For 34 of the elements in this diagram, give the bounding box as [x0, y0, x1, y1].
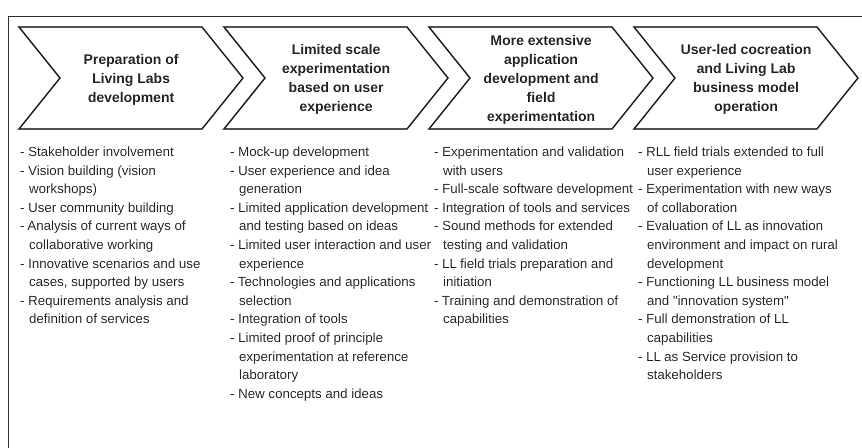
bullet-item: - Experimentation and validation with users	[434, 143, 625, 180]
bullet-item: - RLL field trials extended to full user experience	[638, 143, 825, 180]
bullet-item: - Analysis of current ways of collaborative working	[20, 217, 187, 254]
chevron-shape	[18, 26, 244, 130]
bullet-item: - Mock-up development	[230, 143, 370, 161]
bullet-item: - Technologies and applications selection	[230, 273, 416, 310]
bullet-item: - User experience and idea generation	[230, 162, 391, 198]
stage-heading: User-led cocreation and Living Lab business model operation	[680, 40, 812, 116]
bullet-item: - Innovative scenarios and use cases, supported by users	[20, 254, 202, 292]
bullet-item: - Limited proof of principle experimentation at reference laboratory	[230, 328, 410, 384]
chevron-shape	[633, 26, 859, 130]
bullet-item: - Integration of tools	[230, 310, 349, 328]
chevron-shape	[428, 26, 654, 130]
bullet-item: - Vision building (vision workshops)	[20, 162, 157, 198]
bullet-item: - New concepts and ideas	[230, 384, 384, 403]
stage-heading: Limited scale experimentation based on user experience	[280, 40, 392, 116]
bullet-item: - LL field trials preparation and initiation	[434, 254, 614, 292]
bullet-item: - Full-scale software development	[434, 180, 634, 198]
bullet-item: - LL as Service provision to stakeholders	[638, 348, 799, 384]
bullet-item: - Limited user interaction and user experience	[230, 236, 432, 273]
bullet-item: - Training and demonstration of capabilities	[434, 292, 620, 328]
bullet-item: - Evaluation of LL as innovation environment and impact on rural development	[638, 217, 839, 273]
stage-heading: Preparation of Living Labs development	[82, 50, 180, 107]
chevron-shape	[223, 26, 449, 130]
bullet-item: - Requirements analysis and definition of services	[20, 292, 190, 328]
bullet-item: - Full demonstration of LL capabilities	[638, 310, 790, 347]
stage-heading: More extensive application development and field experimentation	[482, 30, 600, 126]
bullet-item: - Experimentation with new ways of collaboration	[638, 180, 833, 217]
bullet-item: - User community building	[20, 198, 175, 217]
bullet-item: - Integration of tools and services	[434, 198, 631, 217]
bullet-item: - Sound methods for extended testing and validation	[434, 217, 614, 254]
bullet-item: - Limited application development and testing based on ideas	[230, 198, 430, 236]
bullet-item: - Stakeholder involvement	[20, 143, 175, 161]
bullet-item: - Functioning LL business model and "innovation system"	[638, 273, 830, 310]
